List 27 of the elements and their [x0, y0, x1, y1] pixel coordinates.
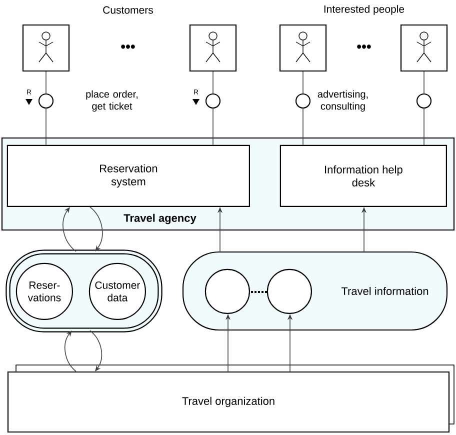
- channel-circle: [295, 93, 311, 109]
- actor-box: [189, 24, 237, 72]
- data-circle: [266, 268, 312, 314]
- channel-circle: [38, 93, 54, 109]
- ellipsis-dots: •••: [121, 44, 135, 49]
- group-heading: Customers: [103, 6, 153, 14]
- arrow: [90, 330, 102, 372]
- annotation-text: advertising, consulting: [318, 90, 368, 112]
- data-circle: [204, 268, 250, 314]
- arrow: [62, 207, 76, 252]
- connector-line: [212, 71, 214, 94]
- connector-line: [212, 108, 214, 146]
- arrow: [90, 206, 103, 252]
- actor-box: [22, 24, 70, 72]
- channel-circle: [205, 93, 221, 109]
- channel-circle: [416, 93, 432, 109]
- annotation-text: place order, get ticket: [86, 90, 138, 112]
- process-box: Reservation system: [6, 144, 250, 207]
- connector-line: [302, 71, 304, 94]
- group-heading: Interested people: [324, 5, 404, 15]
- actor-box: [279, 24, 327, 72]
- arrow: [64, 330, 76, 372]
- connector-line: [302, 108, 304, 146]
- process-box: Information help desk: [280, 144, 447, 207]
- stacked-box: Travel organization: [7, 364, 454, 433]
- ellipsis-dots: •••: [357, 44, 371, 49]
- actor-box: [400, 24, 448, 72]
